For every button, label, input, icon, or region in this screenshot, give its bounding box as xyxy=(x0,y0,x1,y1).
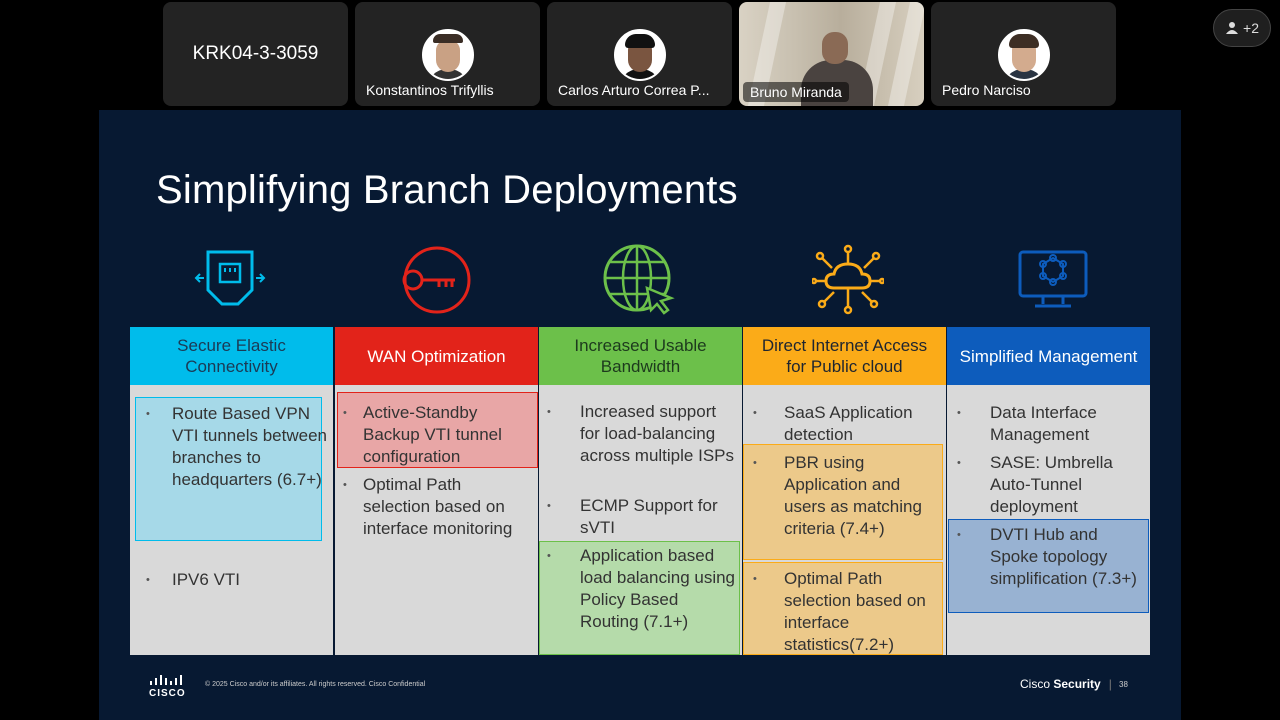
highlight-box xyxy=(948,519,1149,613)
avatar xyxy=(613,29,666,81)
highlight-box xyxy=(743,444,943,560)
participant-tile[interactable]: Konstantinos Trifyllis xyxy=(355,2,540,106)
list-item: •Data Interface Management xyxy=(957,403,1097,444)
page-number: 38 xyxy=(1119,680,1128,689)
highlight-box xyxy=(337,392,538,468)
list-item: •PBR using Application and users as matc… xyxy=(753,453,922,538)
list-item: •Application based load balancing using … xyxy=(547,546,736,631)
column-header: Direct Internet Access for Public cloud xyxy=(743,327,946,385)
ethernet-port-icon xyxy=(194,250,266,306)
highlight-box xyxy=(539,541,740,655)
feature-column-direct-internet-access: Direct Internet Access for Public cloud … xyxy=(743,327,946,655)
list-item: •Active-Standby Backup VTI tunnel config… xyxy=(343,403,502,466)
more-participants-count: +2 xyxy=(1243,20,1259,36)
list-item: •Optimal Path selection based on interfa… xyxy=(343,475,513,538)
column-header: Secure Elastic Connectivity xyxy=(130,327,333,385)
highlight-box xyxy=(743,562,943,655)
avatar xyxy=(997,29,1050,81)
list-item: •SaaS Application detection xyxy=(753,403,913,444)
participant-strip: KRK04-3-3059 Konstantinos Trifyllis Carl… xyxy=(0,0,1280,108)
cisco-bridge-icon xyxy=(150,675,183,685)
feature-column-simplified-management: Simplified Management •Data Interface Ma… xyxy=(947,327,1150,655)
participant-name: Pedro Narciso xyxy=(942,82,1031,98)
column-header: Simplified Management xyxy=(947,327,1150,385)
feature-column-wan-optimization: WAN Optimization •Active-Standby Backup … xyxy=(335,327,538,655)
column-header: Increased Usable Bandwidth xyxy=(539,327,742,385)
list-item: •DVTI Hub and Spoke topology simplificat… xyxy=(957,525,1137,588)
participant-name: Bruno Miranda xyxy=(743,82,849,102)
room-name: KRK04-3-3059 xyxy=(192,43,319,64)
cloud-network-icon xyxy=(812,244,884,315)
participant-name: Konstantinos Trifyllis xyxy=(366,82,494,98)
person-icon xyxy=(1226,22,1239,34)
list-item: •ECMP Support for sVTI xyxy=(547,496,718,537)
slide-title: Simplifying Branch Deployments xyxy=(156,168,738,212)
highlight-box xyxy=(135,397,322,541)
participant-name: Carlos Arturo Correa P... xyxy=(558,82,710,98)
list-item: •IPV6 VTI xyxy=(146,570,241,589)
feature-column-secure-connectivity: Secure Elastic Connectivity •Route Based… xyxy=(130,327,333,655)
brand-label: Cisco Security| xyxy=(1020,677,1112,691)
globe-cursor-icon xyxy=(603,244,675,315)
participant-tile-room[interactable]: KRK04-3-3059 xyxy=(163,2,348,106)
feature-column-usable-bandwidth: Increased Usable Bandwidth •Increased su… xyxy=(539,327,742,655)
avatar xyxy=(421,29,474,81)
shared-slide: Simplifying Branch Deployments xyxy=(99,110,1181,720)
copyright-text: © 2025 Cisco and/or its affiliates. All … xyxy=(205,681,426,688)
participant-video-tile[interactable]: Bruno Miranda xyxy=(739,2,924,106)
cisco-logo: CISCO xyxy=(149,675,186,699)
list-item: •SASE: Umbrella Auto-Tunnel deployment xyxy=(957,453,1113,516)
list-item: •Route Based VPN VTI tunnels between bra… xyxy=(146,404,327,489)
column-header: WAN Optimization xyxy=(335,327,538,385)
list-item: •Increased support for load-balancing ac… xyxy=(547,402,734,465)
monitor-network-icon xyxy=(1018,250,1088,308)
more-participants-button[interactable]: +2 xyxy=(1213,9,1271,47)
list-item: •Optimal Path selection based on interfa… xyxy=(753,569,926,654)
participant-tile[interactable]: Carlos Arturo Correa P... xyxy=(547,2,732,106)
participant-tile[interactable]: Pedro Narciso xyxy=(931,2,1116,106)
key-icon xyxy=(402,246,471,314)
